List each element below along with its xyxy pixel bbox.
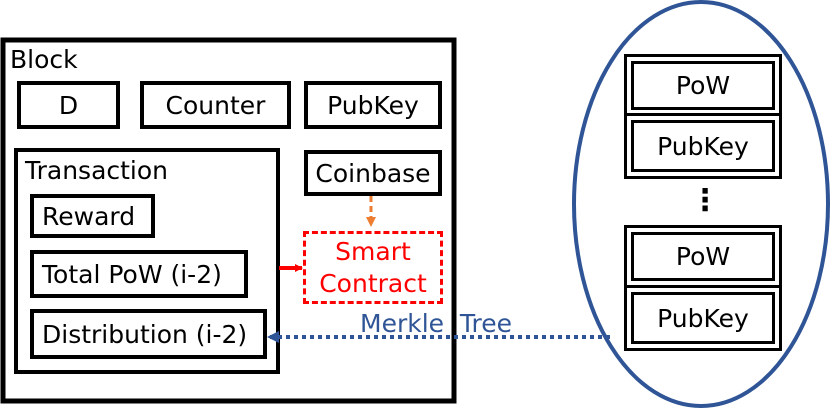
smart-contract-line1: Smart — [335, 237, 411, 267]
tree-node-pow-bottom-label: PoW — [675, 242, 731, 271]
field-coinbase: Coinbase — [304, 150, 442, 196]
merkle-tree-label: Merkle Tree — [360, 309, 513, 338]
tree-node-pow-bottom: PoW — [631, 232, 775, 281]
block-outer-box — [0, 37, 457, 404]
tree-node-pow-top: PoW — [631, 61, 775, 110]
tree-ellipse — [572, 0, 830, 408]
smart-contract-line2: Contract — [319, 268, 427, 298]
transaction-box — [14, 148, 280, 374]
tree-node-pubkey-bottom-label: PubKey — [657, 303, 749, 333]
field-coinbase-label: Coinbase — [315, 158, 431, 188]
tree-node-pubkey-top: PubKey — [631, 120, 775, 172]
field-counter: Counter — [140, 81, 291, 129]
field-pubkey-label: PubKey — [327, 90, 419, 120]
smart-contract-box: Smart Contract — [303, 231, 443, 304]
field-counter-label: Counter — [165, 90, 266, 120]
field-d: D — [17, 81, 120, 129]
vertical-ellipsis-icon: ⋮ — [690, 183, 720, 218]
tx-reward-label: Reward — [42, 201, 136, 231]
field-d-label: D — [58, 90, 79, 120]
tx-distribution-label: Distribution (i-2) — [42, 319, 248, 349]
block-title: Block — [10, 45, 78, 74]
tree-node-pubkey-top-label: PubKey — [657, 131, 749, 161]
tx-distribution: Distribution (i-2) — [30, 309, 267, 359]
tree-node-pow-top-label: PoW — [675, 71, 731, 100]
tx-reward: Reward — [30, 194, 155, 238]
tx-total-pow: Total PoW (i-2) — [30, 250, 248, 298]
tree-node-pubkey-bottom: PubKey — [631, 292, 775, 344]
tx-total-pow-label: Total PoW (i-2) — [42, 259, 222, 289]
field-pubkey: PubKey — [304, 81, 442, 129]
transaction-title: Transaction — [25, 156, 169, 185]
